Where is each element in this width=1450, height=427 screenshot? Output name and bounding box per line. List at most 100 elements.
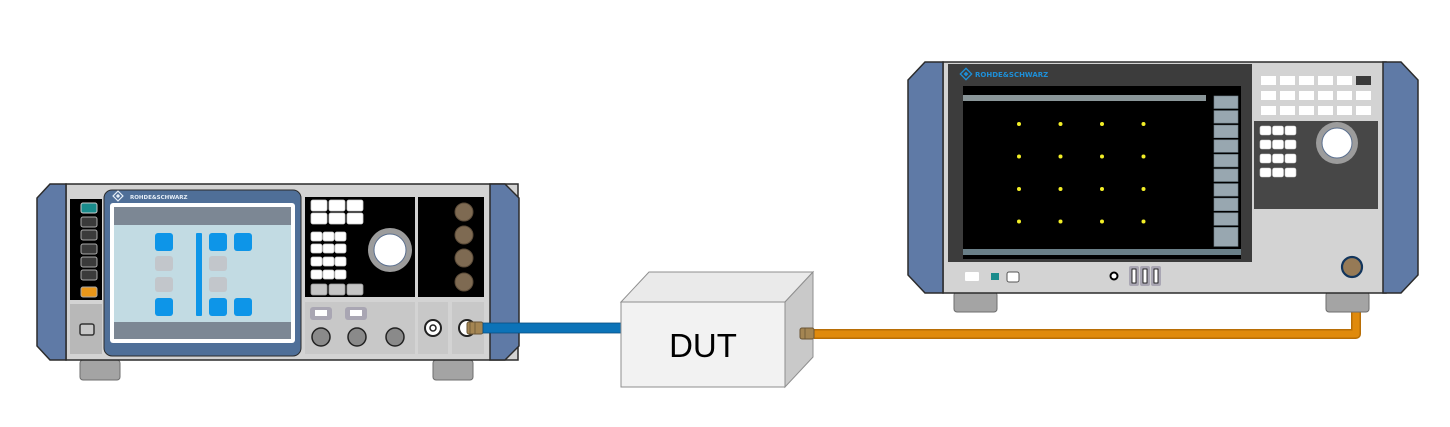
tile-active[interactable]: [234, 233, 252, 251]
keypad-key[interactable]: [328, 283, 346, 296]
numpad-key[interactable]: [1259, 125, 1272, 136]
keypad-key[interactable]: [328, 199, 346, 212]
keypad-key[interactable]: [322, 231, 335, 242]
numpad-key[interactable]: [1272, 167, 1284, 178]
keypad-key[interactable]: [334, 269, 347, 280]
analyzer-probe-jack-icon[interactable]: [1109, 271, 1119, 281]
generator-key[interactable]: [80, 216, 98, 228]
softkey[interactable]: [1213, 124, 1239, 138]
analyzer-function-key[interactable]: [1299, 91, 1314, 100]
generator-key[interactable]: [80, 243, 98, 255]
keypad-key[interactable]: [322, 256, 335, 267]
generator-connector[interactable]: [454, 202, 474, 222]
generator-key[interactable]: [80, 256, 98, 268]
tile-active[interactable]: [234, 298, 252, 316]
analyzer-numpad: [1259, 125, 1297, 178]
analyzer-function-key[interactable]: [1337, 76, 1352, 85]
signal-generator: ROHDE&SCHWARZ: [36, 183, 520, 381]
keypad-key[interactable]: [310, 243, 323, 254]
keypad-key[interactable]: [334, 243, 347, 254]
tile-inactive[interactable]: [155, 256, 173, 271]
tile-active[interactable]: [155, 298, 173, 316]
softkey[interactable]: [1213, 154, 1239, 168]
softkey[interactable]: [1213, 95, 1239, 109]
generator-small-knob[interactable]: [347, 327, 367, 347]
analyzer-function-key[interactable]: [1280, 106, 1295, 115]
tile-inactive[interactable]: [155, 277, 173, 292]
generator-connector[interactable]: [454, 272, 474, 292]
keypad-key[interactable]: [346, 199, 364, 212]
marker-point: [1100, 187, 1104, 191]
keypad-key[interactable]: [346, 212, 364, 225]
numpad-key[interactable]: [1259, 153, 1272, 164]
analyzer-power-indicator[interactable]: [965, 272, 979, 281]
softkey[interactable]: [1213, 212, 1239, 226]
analyzer-function-key[interactable]: [1337, 106, 1352, 115]
keypad-key[interactable]: [310, 231, 323, 242]
keypad-key[interactable]: [310, 212, 328, 225]
analyzer-function-key[interactable]: [1261, 76, 1276, 85]
analyzer-function-key[interactable]: [1337, 91, 1352, 100]
softkey[interactable]: [1213, 110, 1239, 124]
numpad-key[interactable]: [1284, 167, 1297, 178]
analyzer-power-button[interactable]: [1006, 271, 1020, 283]
rotary-knob-icon[interactable]: [1321, 127, 1353, 159]
analyzer-function-key[interactable]: [1318, 91, 1333, 100]
analyzer-function-key[interactable]: [1318, 76, 1333, 85]
analyzer-function-key[interactable]: [1299, 106, 1314, 115]
generator-key[interactable]: [80, 229, 98, 241]
keypad-key[interactable]: [310, 269, 323, 280]
analyzer-function-key[interactable]: [1318, 106, 1333, 115]
tile-inactive[interactable]: [209, 277, 227, 292]
softkey[interactable]: [1213, 139, 1239, 153]
keypad-key[interactable]: [346, 283, 364, 296]
analyzer-function-key[interactable]: [1280, 91, 1295, 100]
analyzer-rotary-knob[interactable]: [1316, 122, 1358, 164]
keypad-key[interactable]: [310, 199, 328, 212]
analyzer-function-key[interactable]: [1356, 91, 1371, 100]
marker-point: [1100, 122, 1104, 126]
numpad-key[interactable]: [1284, 125, 1297, 136]
keypad-key[interactable]: [310, 283, 328, 296]
analyzer-function-key[interactable]: [1261, 106, 1276, 115]
keypad-key[interactable]: [310, 256, 323, 267]
generator-key-teal[interactable]: [80, 202, 98, 214]
analyzer-preset-key[interactable]: [1356, 76, 1371, 85]
tile-active[interactable]: [155, 233, 173, 251]
generator-key[interactable]: [80, 269, 98, 281]
analyzer-rf-input-connector[interactable]: [1340, 255, 1364, 279]
numpad-key[interactable]: [1284, 139, 1297, 150]
numpad-key[interactable]: [1259, 139, 1272, 150]
generator-small-knob[interactable]: [311, 327, 331, 347]
keypad-key[interactable]: [334, 231, 347, 242]
generator-small-knob[interactable]: [385, 327, 405, 347]
numpad-key[interactable]: [1259, 167, 1272, 178]
generator-key-orange[interactable]: [80, 286, 98, 298]
generator-connector[interactable]: [454, 248, 474, 268]
analyzer-function-key[interactable]: [1356, 106, 1371, 115]
analyzer-teal-key[interactable]: [991, 273, 999, 280]
dut-top-face: [619, 271, 815, 303]
analyzer-function-key[interactable]: [1280, 76, 1295, 85]
numpad-key[interactable]: [1272, 153, 1284, 164]
rotary-knob-icon[interactable]: [373, 233, 407, 267]
keypad-key[interactable]: [328, 212, 346, 225]
tile-active[interactable]: [209, 233, 227, 251]
numpad-key[interactable]: [1284, 153, 1297, 164]
numpad-key[interactable]: [1272, 139, 1284, 150]
keypad-key[interactable]: [322, 243, 335, 254]
softkey[interactable]: [1213, 227, 1239, 247]
softkey[interactable]: [1213, 197, 1239, 211]
keypad-key[interactable]: [334, 256, 347, 267]
softkey[interactable]: [1213, 168, 1239, 182]
generator-rotary-knob[interactable]: [368, 228, 412, 272]
generator-power-button[interactable]: [79, 323, 95, 336]
analyzer-function-key[interactable]: [1261, 91, 1276, 100]
analyzer-function-key[interactable]: [1299, 76, 1314, 85]
softkey[interactable]: [1213, 183, 1239, 197]
generator-connector[interactable]: [454, 225, 474, 245]
tile-inactive[interactable]: [209, 256, 227, 271]
numpad-key[interactable]: [1272, 125, 1284, 136]
keypad-key[interactable]: [322, 269, 335, 280]
tile-active[interactable]: [209, 298, 227, 316]
